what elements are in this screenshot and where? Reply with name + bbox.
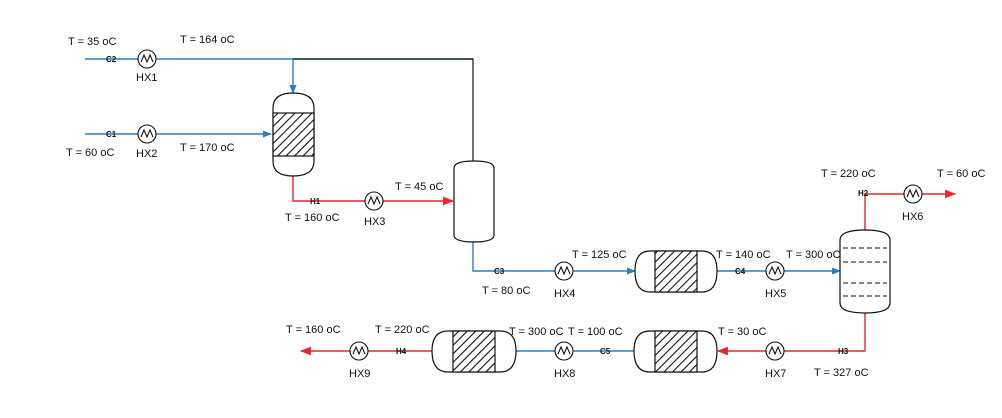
temp-h4-out: T = 160 oC (286, 324, 341, 336)
stream-tag-c3: C3 (494, 267, 505, 276)
hx5-label: HX5 (765, 288, 786, 300)
stream-h1-line (292, 176, 455, 206)
stream-tag-c2: C2 (106, 55, 117, 64)
reactor-3 (633, 330, 718, 373)
temp-c5-out: T = 300 oC (509, 326, 564, 338)
temp-c1-in: T = 60 oC (66, 147, 114, 159)
flash-separator (453, 160, 495, 243)
heat-exchanger-hx1 (137, 49, 157, 69)
temp-c2-in: T = 35 oC (68, 36, 116, 48)
temp-h2-out: T = 60 oC (937, 168, 985, 180)
heat-exchanger-hx5 (765, 261, 785, 281)
hx1-label: HX1 (136, 72, 157, 84)
heat-exchanger-hx6 (903, 184, 923, 204)
hx2-label: HX2 (136, 148, 157, 160)
temp-c3-in: T = 80 oC (482, 285, 530, 297)
reactor-2 (634, 250, 718, 293)
temp-h2-in: T = 220 oC (821, 168, 876, 180)
temp-h3-in: T = 327 oC (814, 367, 869, 379)
reactor-4 (431, 330, 517, 373)
temp-h1-in: T = 160 oC (285, 212, 340, 224)
hx9-label: HX9 (349, 368, 370, 380)
hx6-label: HX6 (902, 211, 923, 223)
heat-exchanger-hx3 (364, 191, 384, 211)
hx7-label: HX7 (765, 368, 786, 380)
distillation-column (839, 229, 891, 314)
temp-c4-in: T = 140 oC (716, 249, 771, 261)
heat-exchanger-hx9 (349, 341, 369, 361)
stream-tag-h1: H1 (310, 197, 321, 206)
temp-c5-in: T = 100 oC (568, 326, 623, 338)
reactor-1 (272, 92, 315, 177)
stream-tag-h3: H3 (838, 347, 849, 356)
temp-h3-out: T = 30 oC (718, 326, 766, 338)
temp-h1-out: T = 45 oC (395, 181, 443, 193)
heat-exchanger-hx7 (765, 341, 785, 361)
stream-h2-line (864, 189, 957, 230)
stream-tag-c5: C5 (600, 347, 611, 356)
stream-tag-c4: C4 (735, 267, 746, 276)
stream-tag-c1: C1 (106, 130, 117, 139)
stream-tag-h2: H2 (858, 189, 869, 198)
hx8-label: HX8 (554, 368, 575, 380)
temp-c2-out: T = 164 oC (180, 34, 235, 46)
temp-c3-out: T = 125 oC (572, 249, 627, 261)
stream-c3-line (472, 242, 636, 275)
heat-exchanger-hx2 (137, 124, 157, 144)
hx4-label: HX4 (554, 288, 575, 300)
heat-exchanger-hx4 (554, 261, 574, 281)
temp-c1-out: T = 170 oC (180, 142, 235, 154)
heat-exchanger-hx8 (554, 341, 574, 361)
temp-c4-out: T = 300 oC (786, 249, 841, 261)
temp-h4-in: T = 220 oC (375, 324, 430, 336)
stream-tag-h4: H4 (396, 347, 407, 356)
hx3-label: HX3 (364, 216, 385, 228)
